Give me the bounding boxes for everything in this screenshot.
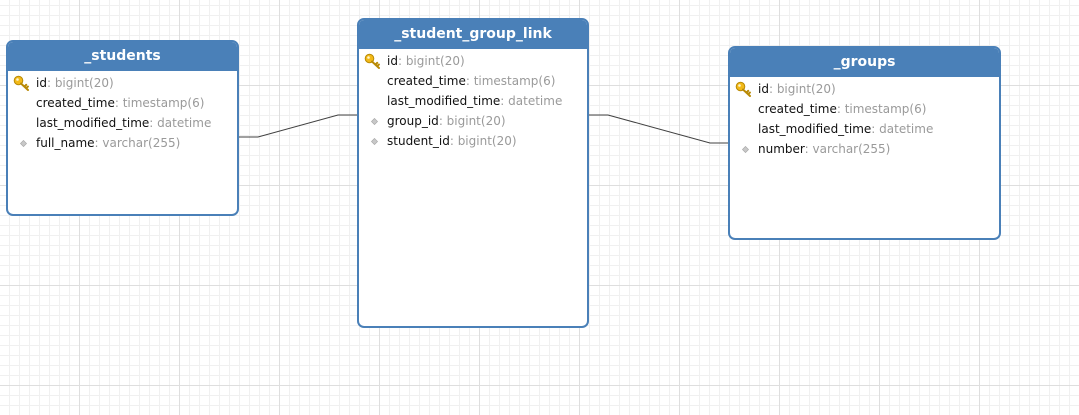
column-name: id xyxy=(758,82,769,96)
column-type: datetime xyxy=(508,94,563,108)
key-icon xyxy=(13,75,29,91)
column-row[interactable]: last_modified_time: datetime xyxy=(387,94,563,108)
column-type: datetime xyxy=(157,116,212,130)
column-type: timestamp(6) xyxy=(844,102,927,116)
column-row[interactable]: last_modified_time: datetime xyxy=(36,116,212,130)
table-title[interactable]: _groups xyxy=(730,48,999,77)
column-type: bigint(20) xyxy=(457,134,517,148)
column-row[interactable]: full_name: varchar(255) xyxy=(8,133,237,153)
column-type: varchar(255) xyxy=(812,142,891,156)
column-name: id xyxy=(36,76,47,90)
column-row[interactable]: id: bigint(20) xyxy=(8,73,237,93)
column-list: id: bigint(20) created_time: timestamp(6… xyxy=(8,71,237,153)
column-row[interactable]: created_time: timestamp(6) xyxy=(36,96,205,110)
column-name: full_name xyxy=(36,136,95,150)
column-list: id: bigint(20) created_time: timestamp(6… xyxy=(359,49,587,151)
column-type: bigint(20) xyxy=(446,114,506,128)
column-type: timestamp(6) xyxy=(473,74,556,88)
table-title[interactable]: _student_group_link xyxy=(359,20,587,49)
column-row[interactable]: group_id: bigint(20) xyxy=(359,111,587,131)
column-type: varchar(255) xyxy=(102,136,181,150)
column-type: bigint(20) xyxy=(776,82,836,96)
column-name: number xyxy=(758,142,805,156)
column-name: last_modified_time xyxy=(36,116,150,130)
column-row[interactable]: number: varchar(255) xyxy=(730,139,999,159)
column-name: student_id xyxy=(387,134,450,148)
connector-link-groups[interactable] xyxy=(588,114,729,144)
column-row[interactable]: last_modified_time: datetime xyxy=(758,122,934,136)
column-row[interactable]: student_id: bigint(20) xyxy=(359,131,587,151)
column-type: datetime xyxy=(879,122,934,136)
column-type: timestamp(6) xyxy=(122,96,205,110)
diamond-icon xyxy=(371,118,378,125)
table-students[interactable]: _students id: bigint(20) created_time: t… xyxy=(6,40,239,216)
table-title[interactable]: _students xyxy=(8,42,237,71)
column-name: created_time xyxy=(758,102,837,116)
column-type: bigint(20) xyxy=(54,76,114,90)
column-row[interactable]: created_time: timestamp(6) xyxy=(758,102,927,116)
column-name: created_time xyxy=(387,74,466,88)
connector-students-link[interactable] xyxy=(238,114,358,138)
key-icon xyxy=(364,53,380,69)
column-name: last_modified_time xyxy=(758,122,872,136)
key-icon xyxy=(735,81,751,97)
column-name: group_id xyxy=(387,114,439,128)
column-list: id: bigint(20) created_time: timestamp(6… xyxy=(730,77,999,159)
column-type: bigint(20) xyxy=(405,54,465,68)
diamond-icon xyxy=(371,138,378,145)
diamond-icon xyxy=(742,146,749,153)
table-groups[interactable]: _groups id: bigint(20) created_time: tim… xyxy=(728,46,1001,240)
column-row[interactable]: created_time: timestamp(6) xyxy=(387,74,556,88)
column-name: created_time xyxy=(36,96,115,110)
column-name: last_modified_time xyxy=(387,94,501,108)
column-row[interactable]: id: bigint(20) xyxy=(730,79,999,99)
diamond-icon xyxy=(20,140,27,147)
table-student-group-link[interactable]: _student_group_link id: bigint(20) creat… xyxy=(357,18,589,328)
column-row[interactable]: id: bigint(20) xyxy=(359,51,587,71)
column-name: id xyxy=(387,54,398,68)
